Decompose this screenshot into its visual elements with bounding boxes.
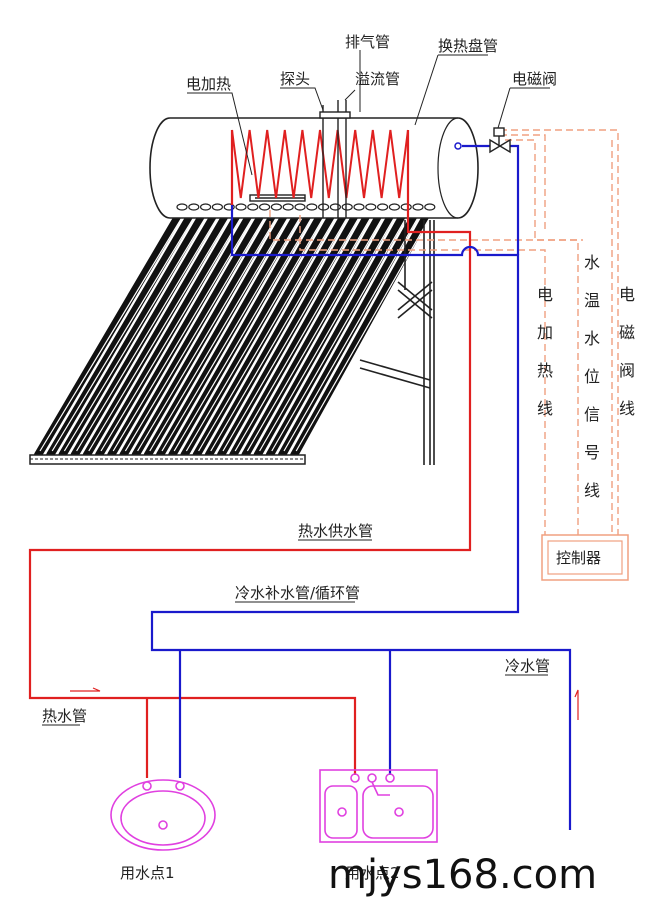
vertical-label-char: 位 [584,367,600,386]
tube-socket [211,203,223,211]
tube-socket [188,203,200,211]
support-frame [359,220,435,465]
tube-socket [353,203,365,211]
vertical-label-char: 线 [584,481,600,500]
tube-socket [424,203,436,211]
vacuum-tube-highlight [88,213,232,452]
vertical-label-char: 线 [619,399,635,418]
vacuum-tube-highlight [198,213,338,452]
wash-basin [110,779,216,851]
tube-socket [270,203,282,211]
label-cold-pipe: 冷水管 [505,657,550,675]
label-exhaust-pipe: 排气管 [345,33,390,51]
tube-socket [341,203,353,211]
vertical-label-char: 电 [619,285,635,304]
probe-and-overflow-pipes [319,100,351,218]
kitchen-sink [319,769,438,843]
tube-socket [400,203,412,211]
tube-socket [365,203,377,211]
label-probe: 探头 [280,70,310,88]
tube-socket [200,203,212,211]
signal-cables [269,129,619,570]
vertical-label-char: 线 [537,399,553,418]
vacuum-tube-highlight [51,213,197,452]
vacuum-tube-highlight [63,213,209,452]
vertical-label-char: 热 [537,361,553,380]
label-overflow-pipe: 溢流管 [355,70,400,88]
vertical-label-char: 水 [584,253,600,272]
vertical-label-char: 温 [584,291,600,310]
tube-socket [259,203,271,211]
tube-socket [294,203,306,211]
tube-socket [329,203,341,211]
vacuum-tube-highlight [246,213,386,452]
vertical-label-char: 号 [584,443,600,462]
heat-exchange-coil [231,129,409,205]
vacuum-tube-highlight [234,213,374,452]
tube-socket [412,203,424,211]
vertical-label-char: 加 [537,323,553,342]
vacuum-tube-highlight [295,213,433,452]
vacuum-tube-array [34,206,434,459]
vacuum-tube-highlight [210,213,350,452]
label-point-1: 用水点1 [120,864,175,882]
cold-water-pipes [150,144,572,830]
vacuum-tube-highlight [259,213,397,452]
vertical-label-char: 信 [584,405,600,424]
vertical-label-char: 水 [584,329,600,348]
label-hot-pipe: 热水管 [42,707,87,725]
tube-socket [247,203,259,211]
label-hot-supply-pipe: 热水供水管 [298,522,373,540]
vacuum-tube-highlight [173,213,315,452]
label-cold-makeup-pipe: 冷水补水管/循环管 [235,584,360,602]
tube-socket [235,203,247,211]
label-leader-lines [42,50,550,726]
vacuum-tube-highlight [271,213,409,452]
label-point-2: 用水点2 [345,864,400,882]
tube-socket [306,203,318,211]
label-electric-heater: 电加热 [186,75,231,93]
flow-arrows [70,687,579,720]
solenoid-valve [489,127,511,154]
tube-socket [377,203,389,211]
vacuum-tube-highlight [161,213,303,452]
vertical-label-char: 磁 [619,323,635,342]
vacuum-tube-highlight [283,213,421,452]
vacuum-tube-highlight [39,213,185,452]
vacuum-tube-highlight [222,213,362,452]
electric-heater-element [249,194,306,202]
vertical-label-char: 电 [537,285,553,304]
label-controller: 控制器 [556,549,601,567]
tube-socket [176,203,188,211]
vacuum-tube-highlight [185,213,327,452]
vacuum-tube-highlight [100,213,244,452]
vertical-label-char: 阀 [619,361,635,380]
watermark: mjys168.com [328,852,597,898]
controller-box [541,534,629,581]
hot-water-pipes [28,130,472,778]
label-solenoid-valve: 电磁阀 [512,70,557,88]
vacuum-tube-highlight [149,213,291,452]
vacuum-tube-highlight [124,213,268,452]
water-tank [149,117,479,219]
vacuum-tube-highlight [137,213,279,452]
tube-socket [388,203,400,211]
tube-socket [282,203,294,211]
label-heat-exchange-coil: 换热盘管 [438,37,498,55]
vacuum-tube-highlight [76,213,220,452]
